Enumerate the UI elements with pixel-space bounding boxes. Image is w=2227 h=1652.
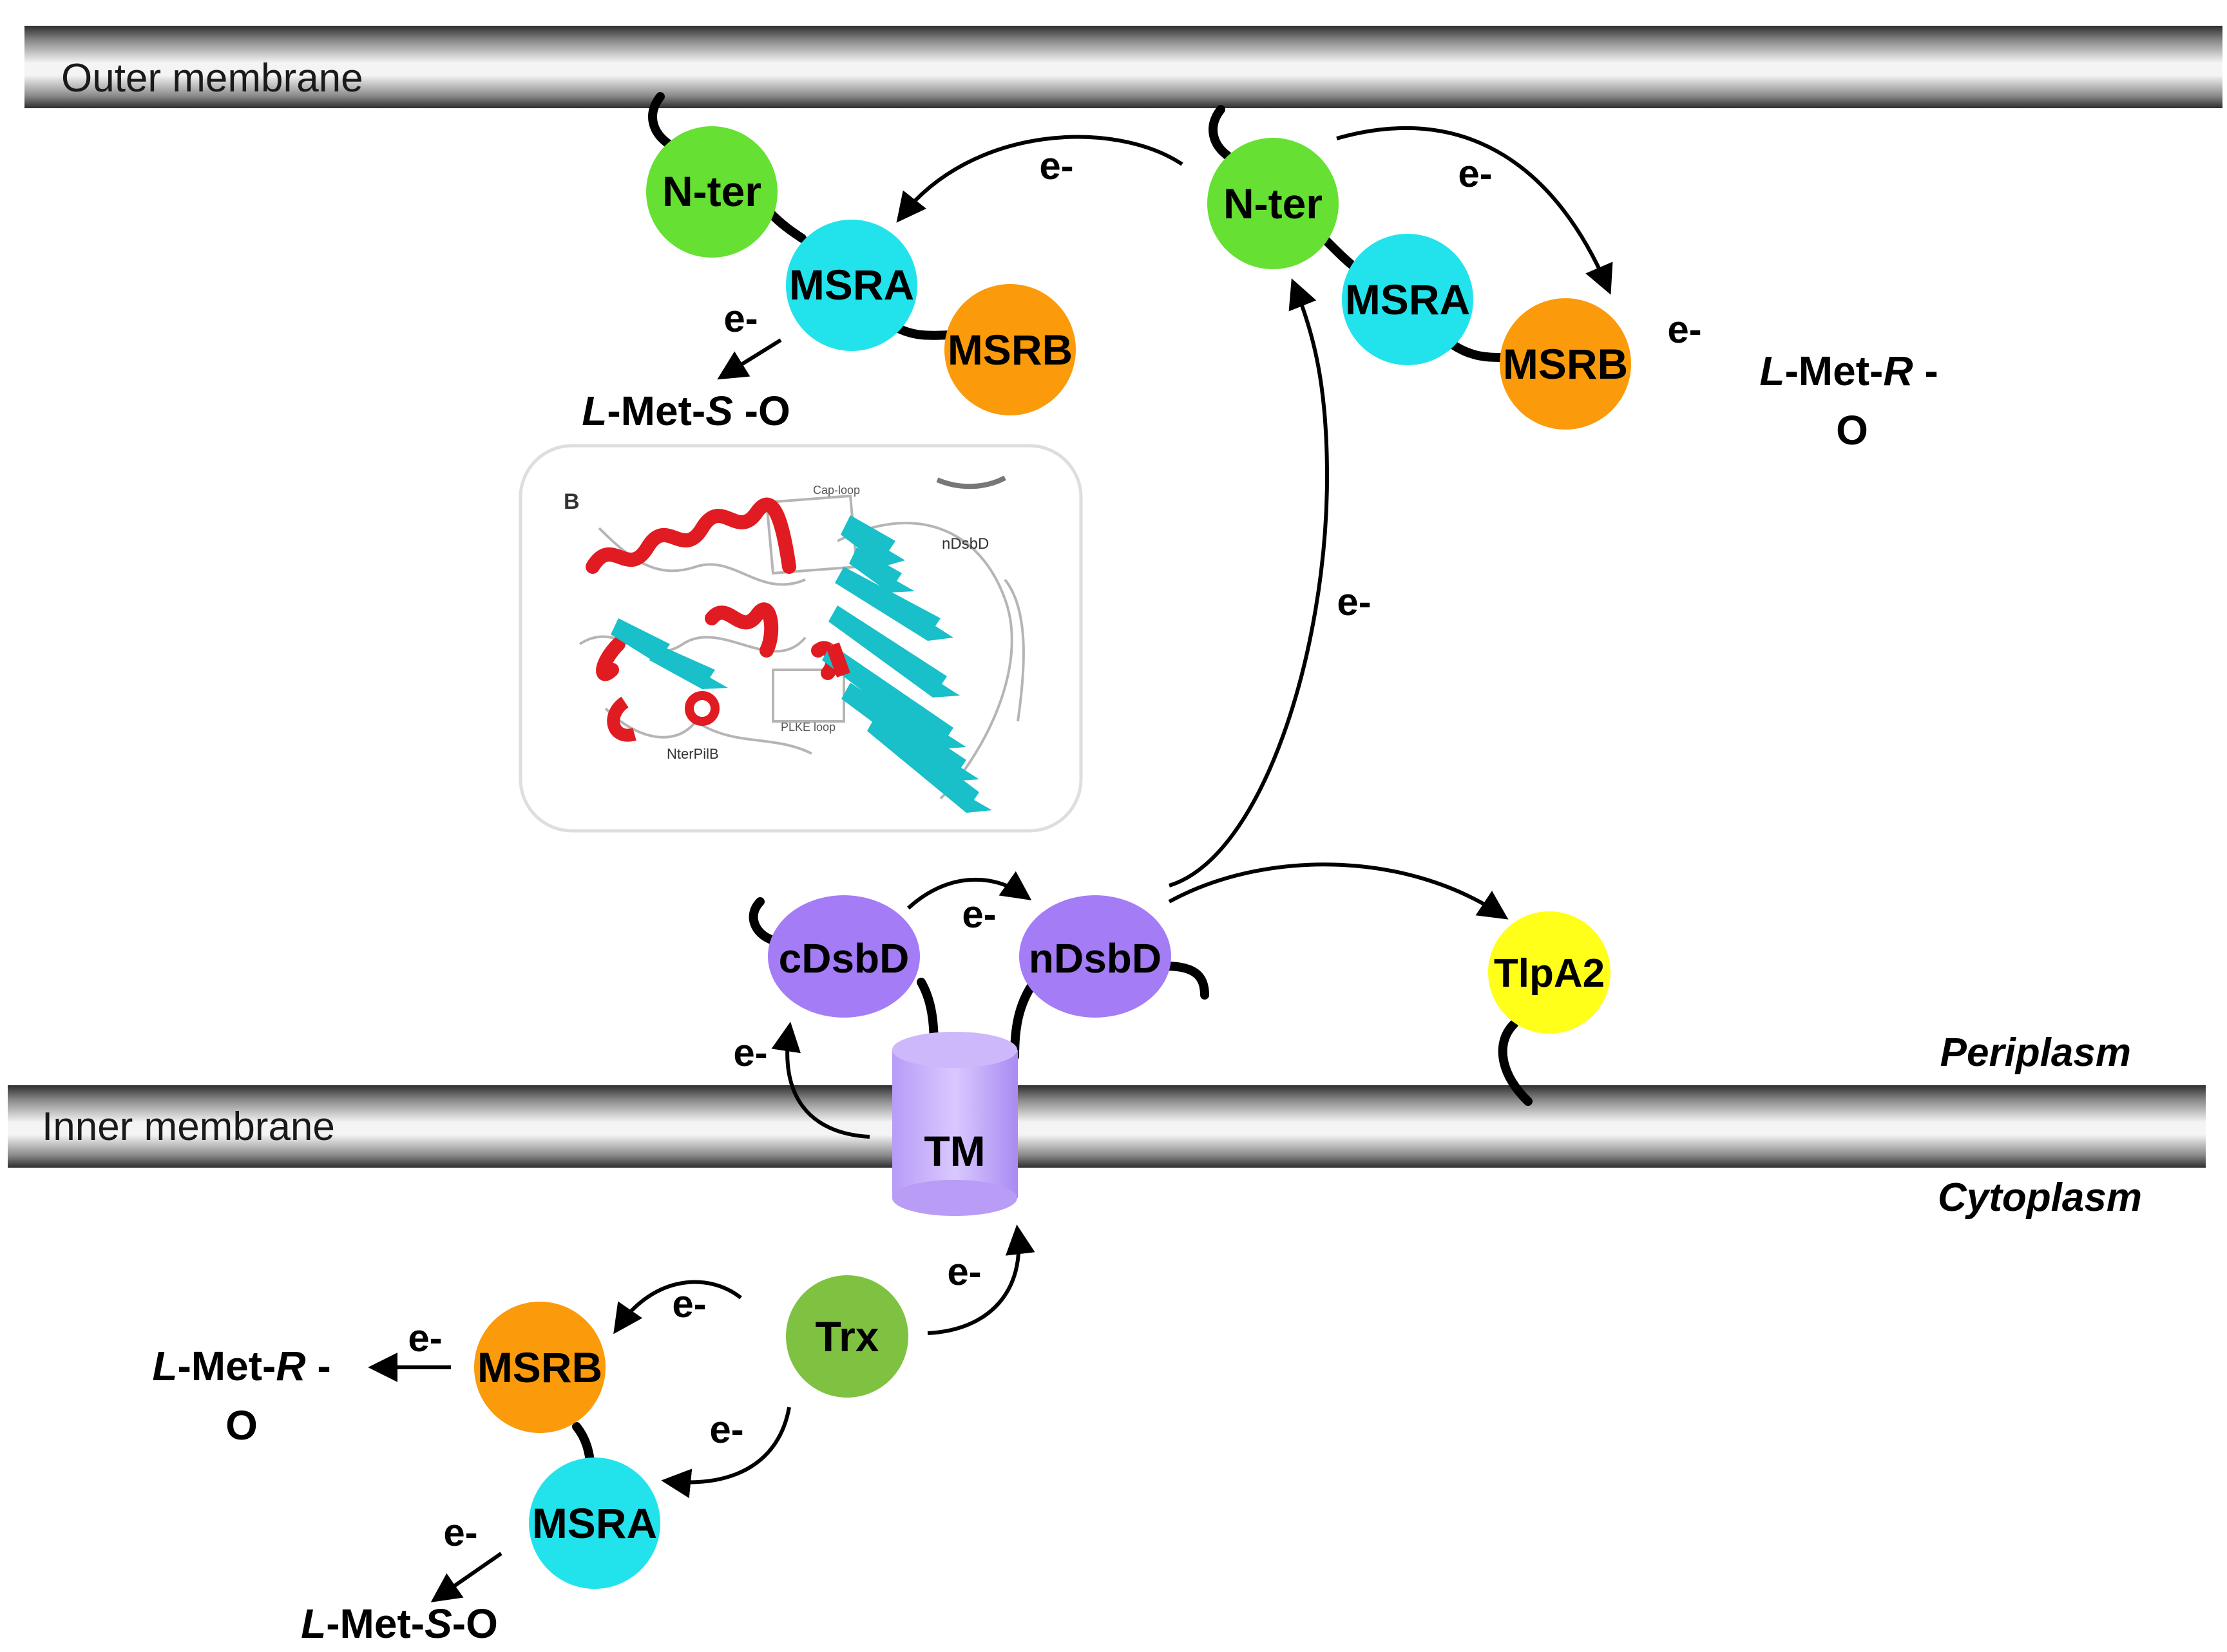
trx-domain — [786, 1275, 908, 1398]
msra-left-label: MSRA — [789, 261, 914, 309]
product-met-s-o-top: L-Met-S -O — [582, 388, 790, 434]
product-met-r-o-cyto-o: O — [225, 1402, 258, 1448]
msra-cyto-label: MSRA — [532, 1499, 657, 1547]
structure-inset: B — [519, 444, 1083, 833]
inset-helix-ring — [685, 691, 720, 726]
product-met-s-o-cyto: L-Met-S-O — [301, 1600, 498, 1647]
tm-cylinder-top — [892, 1032, 1017, 1068]
inner-membrane — [8, 1085, 2206, 1168]
nter-right-label: N-ter — [1223, 180, 1323, 227]
msrb-right-label: MSRB — [1503, 340, 1628, 388]
left-linker-1 — [765, 208, 807, 243]
right-anchor-tail — [1209, 105, 1235, 162]
tlpa2-label: TlpA2 — [1494, 951, 1605, 996]
inset-label-plke-loop: PLKE loop — [781, 721, 836, 734]
arrow-tm-to-cdsbd — [771, 1021, 870, 1139]
inset-scale-mark — [936, 475, 1006, 489]
periplasm-label: Periplasm — [1940, 1030, 2131, 1075]
inner-membrane-label: Inner membrane — [42, 1105, 335, 1149]
electron-label: e- — [723, 297, 758, 340]
left-msr-complex: N-ter MSRA MSRB — [646, 92, 1076, 415]
tlpa2-protein: TlpA2 — [1488, 911, 1611, 1106]
ndsbd-tail — [1161, 962, 1209, 1000]
arrow-trx-to-msra-cyto — [661, 1407, 791, 1499]
product-met-r-o-cyto: L-Met-R - — [152, 1343, 330, 1389]
arrow-trx-to-tm — [927, 1224, 1035, 1335]
outer-membrane — [24, 26, 2222, 108]
electron-label: e- — [733, 1031, 767, 1074]
inset-beta-sheets — [611, 515, 992, 813]
tm-label: TM — [924, 1127, 985, 1175]
tm-cylinder-bottom — [892, 1180, 1017, 1216]
left-linker-2 — [894, 324, 958, 340]
tlpa2-tail — [1498, 1020, 1533, 1106]
ndsbd-label: nDsbD — [1029, 935, 1161, 982]
arrow-msra-cyto-to-product — [430, 1552, 502, 1602]
arrow-trx-to-msrb-cyto — [613, 1280, 742, 1334]
right-msr-complex: N-ter MSRA MSRB — [1207, 105, 1631, 430]
cytoplasm-label: Cytoplasm — [1938, 1175, 2142, 1220]
msra-left-domain — [786, 220, 917, 351]
inset-coil-loops — [578, 494, 1025, 800]
inset-panel-letter: B — [564, 489, 580, 514]
ndsbd-linker — [1010, 978, 1038, 1061]
msra-right-label: MSRA — [1345, 276, 1470, 323]
inset-label-nterpilb: NterPilB — [667, 746, 719, 762]
ndsbd-domain — [1019, 895, 1171, 1018]
right-linker-2 — [1448, 340, 1509, 362]
arrow-ndsbd-to-nter-right — [1169, 278, 1330, 888]
arrow-nter-right-to-msrb-right — [1336, 126, 1613, 295]
left-anchor-tail — [648, 92, 674, 149]
trx-label: Trx — [815, 1313, 879, 1360]
inset-label-ndsbd: nDsbD — [942, 535, 989, 553]
msrb-left-domain — [944, 284, 1076, 415]
arrow-nter-right-to-msra-left — [896, 135, 1183, 223]
cdsbd-tail — [749, 897, 778, 945]
tlpa2-domain — [1488, 911, 1611, 1034]
arrow-cdsbd-to-ndsbd — [906, 871, 1032, 910]
nter-left-domain — [646, 126, 778, 258]
msra-cyto-domain — [529, 1457, 660, 1589]
inset-helix-fragment — [826, 642, 850, 678]
tm-cylinder-body — [892, 1050, 1018, 1198]
dsbd-complex: TM cDsbD nDsbD — [749, 895, 1209, 1216]
msrb-cyto-domain — [474, 1302, 606, 1433]
inset-frame — [519, 444, 1083, 833]
inset-helix-short — [607, 696, 636, 742]
arrow-msra-left-to-product — [717, 338, 782, 380]
electron-label: e- — [962, 893, 996, 936]
inset-label-cap-loop: Cap-loop — [813, 484, 860, 497]
product-met-r-o-top-o: O — [1836, 407, 1868, 453]
msrb-cyto-label: MSRB — [477, 1343, 602, 1391]
electron-label: e- — [408, 1316, 442, 1360]
msrb-right-domain — [1500, 298, 1631, 430]
msra-right-domain — [1342, 234, 1473, 365]
cdsbd-label: cDsbD — [779, 935, 910, 982]
nter-right-domain — [1207, 138, 1339, 269]
electron-label: e- — [709, 1408, 743, 1451]
inset-helices — [586, 497, 840, 681]
nter-left-label: N-ter — [662, 167, 761, 215]
outer-membrane-label: Outer membrane — [61, 56, 363, 100]
cdsbd-domain — [768, 895, 920, 1018]
arrow-ndsbd-to-tlpa2 — [1168, 862, 1509, 920]
product-met-r-o-top: L-Met-R - — [1759, 348, 1938, 394]
electron-label: e- — [443, 1511, 477, 1554]
electron-label: e- — [1458, 152, 1492, 195]
msrb-left-label: MSRB — [948, 326, 1073, 374]
cytoplasmic-msr: MSRB MSRA — [474, 1302, 660, 1589]
electron-label: e- — [1667, 308, 1701, 351]
electron-label: e- — [1039, 144, 1073, 187]
electron-label: e- — [947, 1250, 981, 1293]
electron-label: e- — [1337, 580, 1371, 623]
electron-label: e- — [672, 1282, 706, 1325]
trx-protein: Trx — [786, 1275, 908, 1398]
